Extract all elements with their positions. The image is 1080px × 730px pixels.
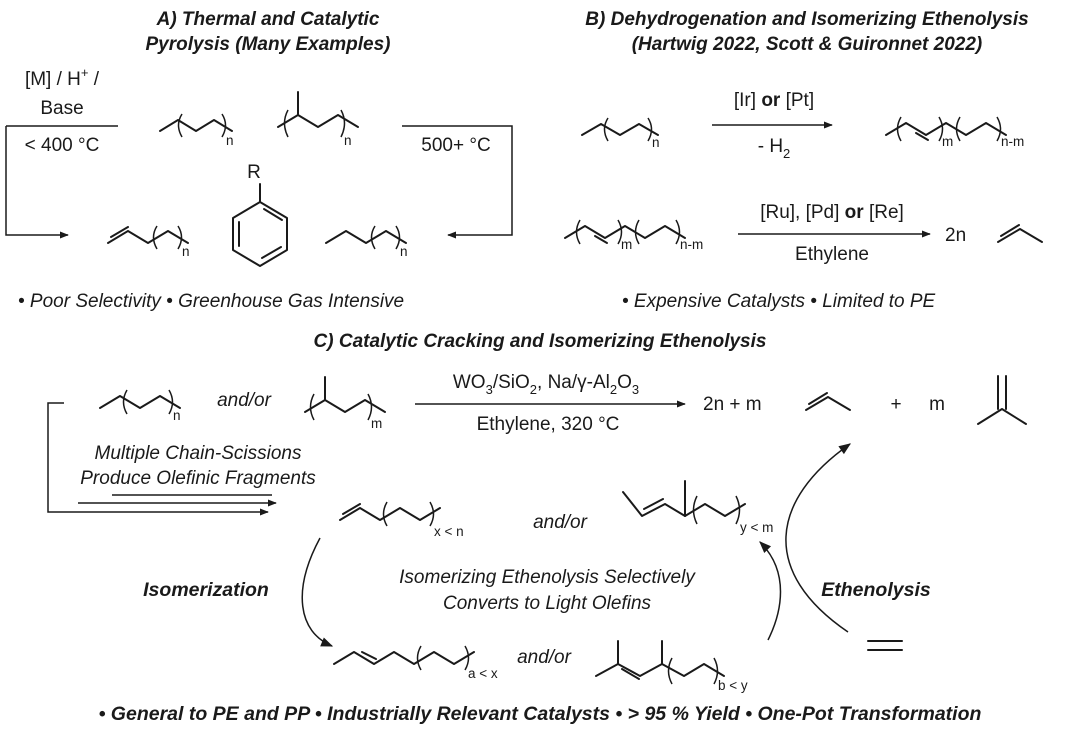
panel-a-title-2: Pyrolysis (Many Examples): [146, 34, 391, 55]
alkene-product: n: [107, 225, 190, 259]
panel-a-right-arrow: [402, 125, 513, 239]
arene-substituent-r: R: [247, 162, 261, 183]
fragment-subscript-xn: x < n: [434, 524, 464, 539]
terminal-olefin-fragment: x < n: [339, 501, 464, 539]
internal-olefin-reactant: m n-m: [564, 219, 703, 252]
polypropylene-structure: n: [277, 91, 359, 148]
andor-top: and/or: [217, 390, 272, 411]
isomerization-label: Isomerization: [143, 579, 269, 601]
panel-a-cond-base: Base: [40, 98, 83, 119]
panel-b-bullets: • Expensive Catalysts • Limited to PE: [622, 291, 936, 312]
ethylene-reagent: Ethylene: [795, 244, 869, 265]
fragment-subscript-ym: y < m: [740, 520, 773, 535]
dehydrogenation-catalyst: [Ir] or [Pt]: [734, 90, 814, 111]
andor-bottom: and/or: [517, 647, 572, 668]
panel-b-title-1: B) Dehydrogenation and Isomerizing Ethen…: [585, 9, 1028, 30]
panel-b-title-2: (Hartwig 2022, Scott & Guironnet 2022): [632, 34, 983, 55]
pp-feedstock: m: [304, 376, 386, 431]
plus-sign: +: [890, 394, 901, 415]
andor-middle: and/or: [533, 512, 588, 533]
pe-b-subscript-n: n: [652, 135, 660, 150]
isomer-subscript-ax: a < x: [468, 666, 498, 681]
isobutylene-product: [977, 375, 1027, 425]
pp-subscript-n: n: [344, 133, 352, 148]
pe-feedstock: n: [99, 389, 181, 423]
panel-a-bullets: • Poor Selectivity • Greenhouse Gas Inte…: [18, 291, 404, 312]
olefin-subscript-nm: n-m: [1001, 134, 1024, 149]
pe-reactant: n: [581, 117, 660, 150]
branched-olefin-fragment: y < m: [622, 480, 773, 535]
ethenolysis-catalyst: [Ru], [Pd] or [Re]: [760, 202, 904, 223]
panel-a-cond-metal: [M] / H+ /: [25, 65, 100, 90]
isomerized-olefin: a < x: [333, 645, 498, 681]
propylene-structure: [997, 224, 1043, 243]
catalyst-conditions: WO3/SiO2, Na/γ-Al2O3: [453, 372, 639, 397]
scission-text-2: Produce Olefinic Fragments: [80, 468, 316, 489]
pe-subscript-n: n: [226, 133, 234, 148]
isobutylene-coefficient: m: [929, 394, 945, 415]
center-text-1: Isomerizing Ethenolysis Selectively: [399, 567, 696, 588]
scission-bracket: [47, 402, 269, 516]
scission-text-1: Multiple Chain-Scissions: [95, 443, 302, 464]
pp-c-subscript-m: m: [371, 416, 382, 431]
isomerization-arrow: [301, 537, 334, 647]
ethylene-structure: [867, 640, 903, 651]
footer-highlights: • General to PE and PP • Industrially Re…: [99, 703, 982, 725]
panel-a-left-arrow: [5, 126, 69, 239]
reaction-conditions: Ethylene, 320 °C: [477, 414, 620, 435]
panel-a-title-1: A) Thermal and Catalytic: [156, 9, 380, 30]
isomer-subscript-by: b < y: [718, 678, 748, 693]
hydrogen-loss: - H2: [758, 136, 791, 161]
propylene-product: [805, 392, 851, 411]
ethenolysis-label: Ethenolysis: [821, 579, 931, 601]
arene-product: R: [232, 162, 288, 267]
panel-b: B) Dehydrogenation and Isomerizing Ethen…: [564, 9, 1043, 312]
center-text-2: Converts to Light Olefins: [443, 593, 652, 614]
propylene-coefficient: 2n: [945, 225, 966, 246]
panel-a-cond-temp-low: < 400 °C: [25, 135, 100, 156]
ethenolysis-return-arrow: [759, 541, 782, 641]
panel-a-cond-temp-high: 500+ °C: [421, 135, 490, 156]
polyethylene-structure: n: [159, 113, 234, 148]
panel-a: A) Thermal and Catalytic Pyrolysis (Many…: [5, 9, 513, 312]
alkane-product: n: [325, 225, 408, 259]
panel-c: C) Catalytic Cracking and Isomerizing Et…: [47, 331, 1027, 693]
pe-c-subscript-n: n: [173, 408, 181, 423]
internal-olefin-product: m n-m: [885, 116, 1024, 149]
reactant-subscript-nm: n-m: [680, 237, 703, 252]
product-coefficient: 2n + m: [703, 394, 762, 415]
trisubstituted-olefin: b < y: [595, 640, 748, 693]
alkene-subscript-n: n: [182, 244, 190, 259]
reactant-subscript-m: m: [621, 237, 632, 252]
olefin-subscript-m: m: [942, 134, 953, 149]
alkane-subscript-n: n: [400, 244, 408, 259]
ethenolysis-main-arrow: [785, 443, 851, 633]
panel-c-title: C) Catalytic Cracking and Isomerizing Et…: [314, 331, 767, 352]
